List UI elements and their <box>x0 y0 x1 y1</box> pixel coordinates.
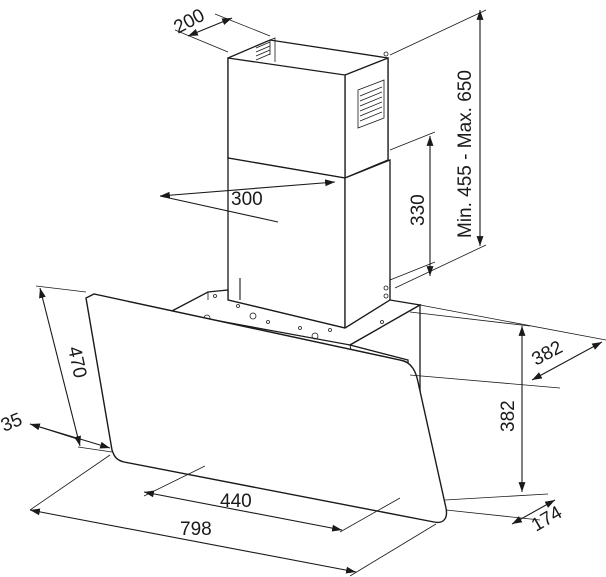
vent-slots-side <box>357 51 389 129</box>
label-bottom-depth: 174 <box>528 502 566 536</box>
label-chimney-width: 300 <box>231 189 263 210</box>
vent-slots-top <box>255 41 271 61</box>
dim-lower-height <box>389 131 436 281</box>
label-glass-width: 798 <box>180 519 212 540</box>
dim-bottom-depth <box>445 499 556 525</box>
dim-adjustable-height <box>389 9 487 289</box>
glass-panel <box>85 293 448 524</box>
label-glass-offset: 35 <box>0 409 25 436</box>
dim-canopy-depth <box>409 304 606 389</box>
dim-canopy-width <box>143 465 401 533</box>
chimney <box>227 37 391 330</box>
label-lower-height: 330 <box>408 194 429 226</box>
dim-chimney-depth <box>174 13 271 53</box>
label-canopy-depth: 382 <box>528 337 566 370</box>
label-canopy-height: 382 <box>498 400 519 432</box>
dim-chimney-width <box>159 179 336 223</box>
dim-canopy-height <box>409 311 549 501</box>
label-glass-height: 470 <box>63 345 90 380</box>
label-adjustable-height: Min. 455 - Max. 650 <box>455 70 476 238</box>
dim-glass-offset <box>29 423 111 449</box>
label-chimney-depth: 200 <box>170 5 208 38</box>
label-canopy-width: 440 <box>220 491 252 512</box>
dim-glass-width <box>29 454 437 577</box>
